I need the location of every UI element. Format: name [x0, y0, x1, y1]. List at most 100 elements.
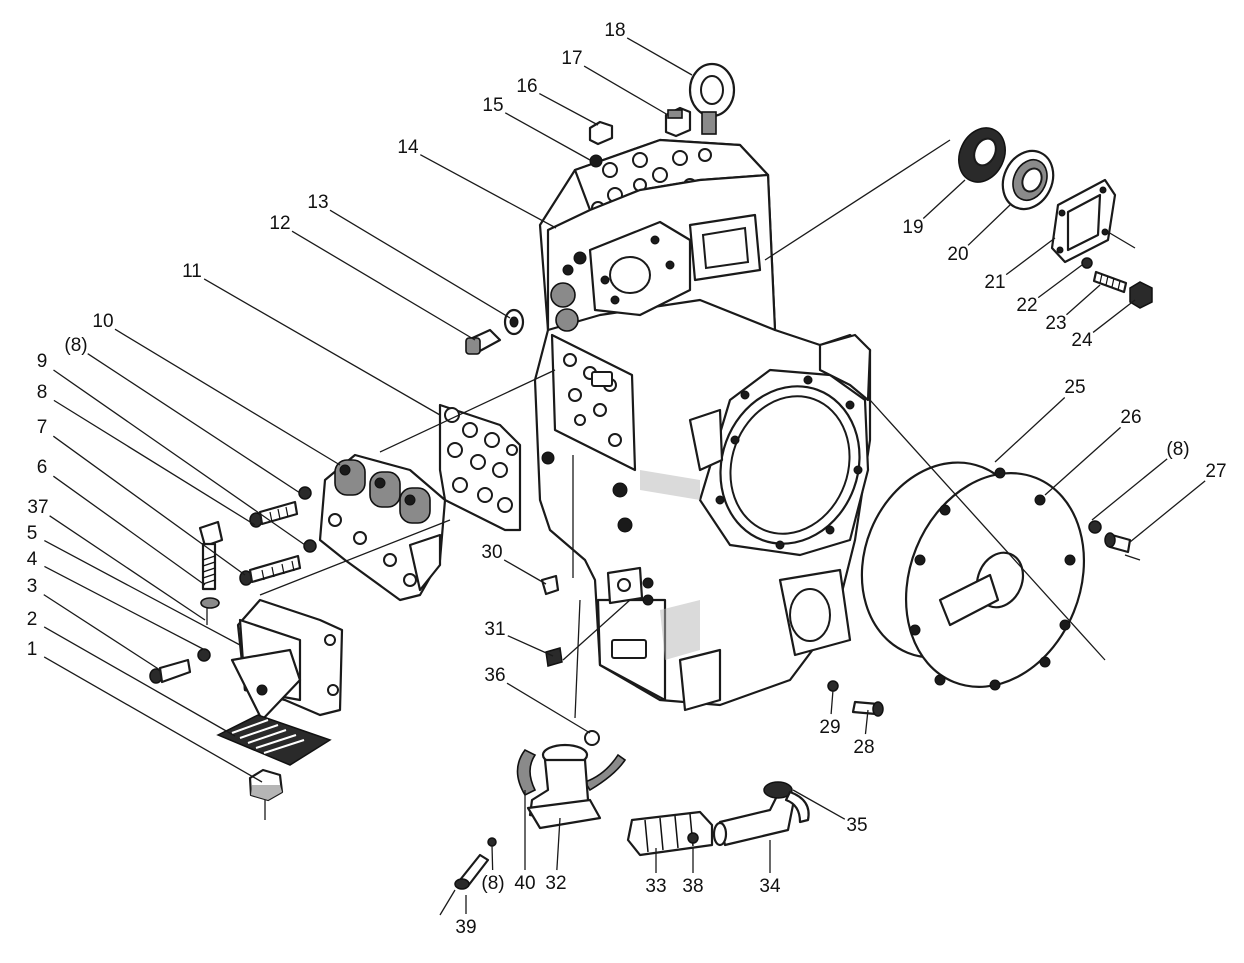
callout-label-l12: 12 [269, 213, 290, 234]
callout-leader-l10 [114, 328, 341, 466]
pipe-32 [526, 743, 602, 830]
callout-leader-l27 [1129, 480, 1206, 543]
plug-30 [540, 574, 560, 596]
callout-leader-l21 [1005, 237, 1056, 276]
callout-label-l8c: (8) [1166, 439, 1189, 460]
callout-leader-l23 [1066, 284, 1101, 316]
callout-leader-l35 [792, 789, 846, 820]
callout-label-l28: 28 [853, 737, 874, 758]
callout-label-l1: 1 [27, 639, 38, 660]
bolt-9 [249, 486, 312, 528]
callout-label-l21: 21 [984, 272, 1005, 293]
callout-leader-l17 [583, 65, 669, 116]
callout-leader-l12 [291, 230, 476, 341]
callout-leader-l30 [503, 559, 547, 585]
washer-22 [1081, 257, 1093, 269]
callout-label-l14: 14 [397, 137, 419, 158]
callout-label-l10: 10 [92, 311, 113, 332]
callout-label-l34: 34 [759, 876, 781, 897]
callout-label-l31: 31 [484, 619, 505, 640]
callout-label-l18: 18 [604, 20, 625, 41]
callout-label-l8b: (8) [64, 335, 87, 356]
callout-label-l27: 27 [1205, 461, 1226, 482]
nut-24 [1129, 281, 1153, 309]
eye-bolt-18 [688, 62, 736, 135]
bolt-7 [239, 539, 317, 586]
callout-label-l3: 3 [27, 576, 38, 597]
callout-label-l38: 38 [682, 876, 703, 897]
callout-leader-l3 [43, 594, 161, 671]
callout-label-l39: 39 [455, 917, 476, 938]
callout-label-l8d: (8) [481, 873, 504, 894]
stud-23 [1092, 270, 1128, 294]
callout-leader-l37 [49, 515, 206, 621]
callout-label-l24: 24 [1071, 330, 1093, 351]
reference-lines [206, 139, 1141, 916]
callout-label-l16: 16 [516, 76, 537, 97]
filter-bracket [230, 598, 344, 722]
callout-leader-l26 [1044, 426, 1122, 496]
half-ring-36 [583, 730, 627, 792]
callout-leader-l24 [1092, 299, 1136, 333]
cover-26 [904, 467, 1086, 691]
plug-17 [664, 106, 692, 138]
callout-label-l2: 2 [27, 609, 38, 630]
callout-leader-l11 [203, 278, 441, 416]
bolt-28 [827, 680, 884, 717]
callout-leader-l16 [539, 93, 599, 126]
callout-leader-l22 [1037, 264, 1083, 299]
half-ring-40 [516, 748, 537, 797]
cover-plate-21 [1050, 178, 1117, 264]
callout-label-l40: 40 [514, 873, 535, 894]
callout-leader-l7 [52, 435, 246, 576]
callout-label-l36: 36 [484, 665, 505, 686]
callout-leader-l8d [491, 844, 494, 871]
callout-leader-l18 [626, 37, 693, 76]
callout-label-l17: 17 [561, 48, 582, 69]
plug-16 [588, 120, 614, 168]
callout-label-l33: 33 [645, 876, 666, 897]
callout-leader-l29 [830, 689, 834, 715]
callout-label-l23: 23 [1045, 313, 1066, 334]
callout-label-l7: 7 [37, 417, 48, 438]
callout-label-l4: 4 [27, 549, 38, 570]
callout-leader-l13 [329, 209, 511, 319]
callout-label-l6: 6 [37, 457, 48, 478]
valve-block [318, 453, 447, 602]
callout-leader-l32 [556, 817, 561, 871]
fitting-12 [465, 308, 525, 355]
callout-label-l30: 30 [481, 542, 502, 563]
callout-label-l29: 29 [819, 717, 840, 738]
callout-leader-l14 [420, 154, 557, 229]
callout-leader-l6 [52, 475, 206, 586]
callout-leader-l5 [44, 540, 241, 646]
nut [248, 768, 284, 802]
filter-33 [626, 810, 714, 857]
callout-leader-l19 [922, 179, 966, 219]
callout-leader-l25 [994, 397, 1066, 463]
callout-label-l5: 5 [27, 523, 38, 544]
callout-label-l15: 15 [482, 95, 503, 116]
callout-label-l32: 32 [545, 873, 566, 894]
callout-leader-l15 [504, 112, 591, 161]
bolt-27 [1088, 520, 1132, 554]
callout-label-l22: 22 [1016, 295, 1037, 316]
callout-leader-l4 [44, 565, 206, 651]
callout-leader-l36 [506, 682, 591, 734]
bolt-3 [149, 648, 211, 684]
callout-label-l35: 35 [846, 815, 867, 836]
callout-leader-l8c [1091, 458, 1168, 521]
callout-label-l26: 26 [1120, 407, 1141, 428]
filter-element [216, 714, 332, 766]
callout-leader-l1 [43, 656, 263, 783]
ring-20 [1001, 149, 1055, 211]
callout-leader-l31 [507, 635, 554, 657]
callout-labels: 12345376789(8)10111213141516171819202122… [27, 20, 1227, 938]
callout-label-l19: 19 [902, 217, 923, 238]
callout-leader-l28 [864, 709, 869, 735]
callout-label-l11: 11 [182, 261, 202, 282]
plug-31 [545, 647, 563, 667]
callout-label-l37: 37 [27, 497, 48, 518]
seal-19 [958, 127, 1006, 183]
